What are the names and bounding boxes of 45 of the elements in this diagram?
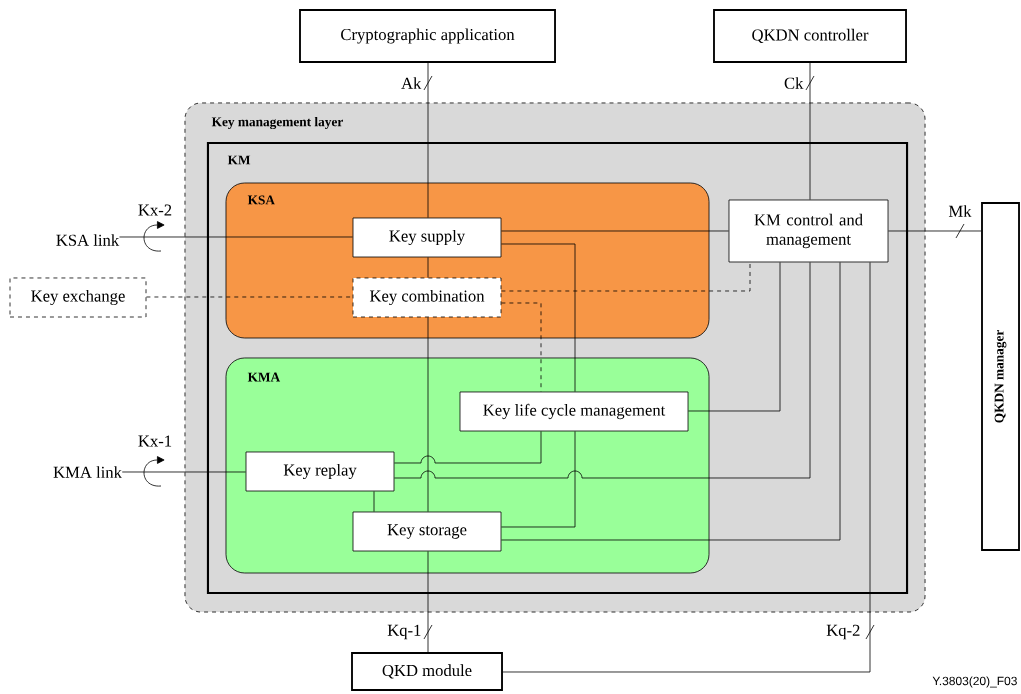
connector: [427, 317, 429, 512]
connector: [119, 236, 353, 238]
connector: [146, 296, 353, 298]
function-box: Key life cycle management: [459, 391, 689, 432]
function-box: KM control and management: [728, 199, 889, 263]
connector: [394, 431, 542, 464]
connector: [502, 262, 871, 673]
function-box: Key storage: [352, 511, 502, 552]
block-box: QKDN controller: [713, 9, 907, 63]
link-label: KMA link: [53, 466, 122, 478]
panel-title: KMA: [247, 372, 281, 382]
connector: [501, 302, 542, 392]
block-box: QKD module: [351, 652, 503, 691]
connector: [501, 262, 751, 292]
connector: [501, 230, 729, 232]
connector: [501, 431, 576, 528]
connector: [688, 262, 781, 412]
edge-label: Kx-1: [138, 435, 172, 447]
connector: [394, 262, 811, 479]
edge-label: Ak: [401, 77, 422, 89]
connector: [501, 243, 576, 392]
optional-box: Key exchange: [9, 277, 147, 318]
function-box: Key supply: [352, 217, 502, 258]
optional-box: Key combination: [352, 277, 502, 318]
connector: [427, 257, 429, 278]
connector: [427, 551, 429, 653]
connector: [501, 262, 841, 541]
edge-label: Ck: [784, 77, 804, 89]
link-label: KSA link: [56, 234, 120, 246]
manager-box: QKDN manager: [981, 202, 1020, 551]
connector: [373, 491, 375, 512]
connector: [809, 62, 811, 200]
connector: [427, 62, 429, 218]
connector: [888, 230, 982, 232]
edge-label: Kq-1: [387, 624, 421, 640]
figure-id: Y.3803(20)_F03: [932, 676, 1017, 688]
panel-title: KM: [227, 155, 251, 165]
panel-title: Key management layer: [211, 116, 343, 130]
edge-label: Kx-2: [138, 204, 172, 216]
edge-label: Mk: [948, 205, 972, 217]
function-box: Key replay: [245, 451, 395, 492]
panel-title: KSA: [247, 195, 275, 205]
connector: [121, 471, 246, 473]
edge-label: Kq-2: [826, 624, 860, 640]
block-box: Cryptographic application: [299, 9, 556, 63]
